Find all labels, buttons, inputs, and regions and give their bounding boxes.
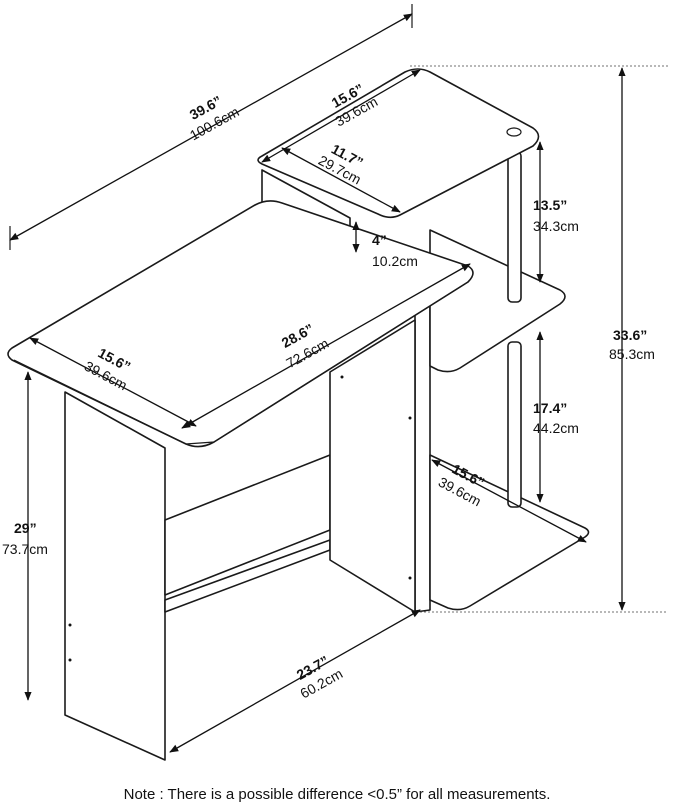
top-shelf-clearance-imperial: 13.5”	[533, 197, 567, 213]
middle-shelf	[429, 229, 566, 373]
middle-shelf-clearance-imperial: 17.4”	[533, 400, 567, 416]
overall-height-imperial: 33.6”	[613, 327, 647, 343]
top-shelf-clearance-metric: 34.3cm	[533, 218, 579, 234]
support-post-lower	[507, 341, 522, 508]
riser-height-metric: 10.2cm	[372, 253, 418, 269]
dim-knee-width	[169, 609, 421, 753]
desk-height-imperial: 29”	[14, 520, 37, 536]
dim-desktop-depth	[29, 337, 197, 427]
dim-desktop-width	[181, 263, 471, 429]
dim-top-shelf-depth	[281, 147, 401, 213]
inner-right-panel	[329, 319, 416, 613]
desk-illustration	[7, 68, 590, 761]
peg-hole	[408, 576, 412, 580]
middle-shelf-clearance-metric: 44.2cm	[533, 420, 579, 436]
desk-height-metric: 73.7cm	[2, 541, 48, 557]
overall-height-metric: 85.3cm	[609, 346, 655, 362]
left-leg-panel	[64, 391, 166, 761]
dim-bottom-shelf-depth	[431, 459, 587, 543]
tower-side-panel	[414, 294, 431, 613]
dim-top-shelf-width	[261, 69, 421, 163]
peg-hole	[408, 416, 412, 420]
cable-grommet	[506, 127, 522, 137]
peg-hole	[68, 658, 72, 662]
support-post	[507, 151, 522, 303]
dimension-lines	[9, 4, 668, 753]
measurement-note: Note : There is a possible difference <0…	[123, 786, 551, 803]
riser-height-imperial: 4”	[372, 232, 387, 248]
dim-overall-width	[9, 13, 413, 241]
peg-hole	[340, 375, 344, 379]
peg-hole	[68, 623, 72, 627]
